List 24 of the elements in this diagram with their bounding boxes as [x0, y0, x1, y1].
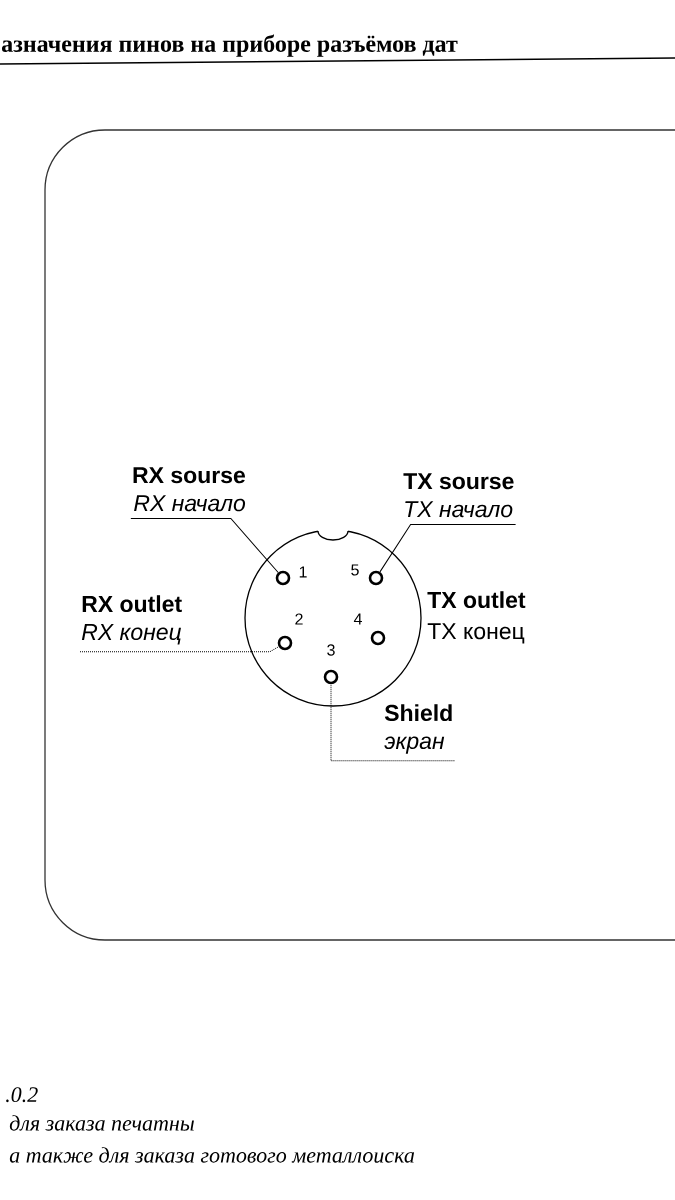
pin-label: RX sourse RX начало	[133, 467, 246, 512]
footer-text: а также для заказа готового металлоиска	[9, 1147, 415, 1163]
pin	[323, 669, 339, 685]
leader-line	[130, 517, 279, 573]
pin-number: 4	[353, 613, 362, 625]
footer-text: .0.2	[6, 1087, 38, 1103]
pin-label: RX outlet RX конец	[81, 595, 182, 645]
pin	[370, 630, 386, 646]
pin-label: Shield экран	[384, 704, 452, 754]
pin-number: 2	[295, 613, 303, 625]
pin-number: 3	[327, 644, 335, 656]
pin-number: 5	[351, 564, 359, 576]
footer-text: для заказа печатны	[9, 1115, 194, 1131]
pin	[277, 635, 293, 651]
leader-line	[79, 646, 280, 653]
title: азначения пинов на приборе разъёмов дат	[1, 34, 458, 57]
pin-label: TX outlet	[427, 591, 526, 609]
pin-number: 1	[299, 566, 307, 578]
pin-label: TX конец	[427, 623, 525, 644]
pin	[368, 570, 384, 586]
pin	[275, 570, 291, 586]
pin-label: TX sourse TX начало	[403, 473, 514, 518]
leader-line	[379, 523, 517, 573]
leader-line	[330, 683, 455, 762]
